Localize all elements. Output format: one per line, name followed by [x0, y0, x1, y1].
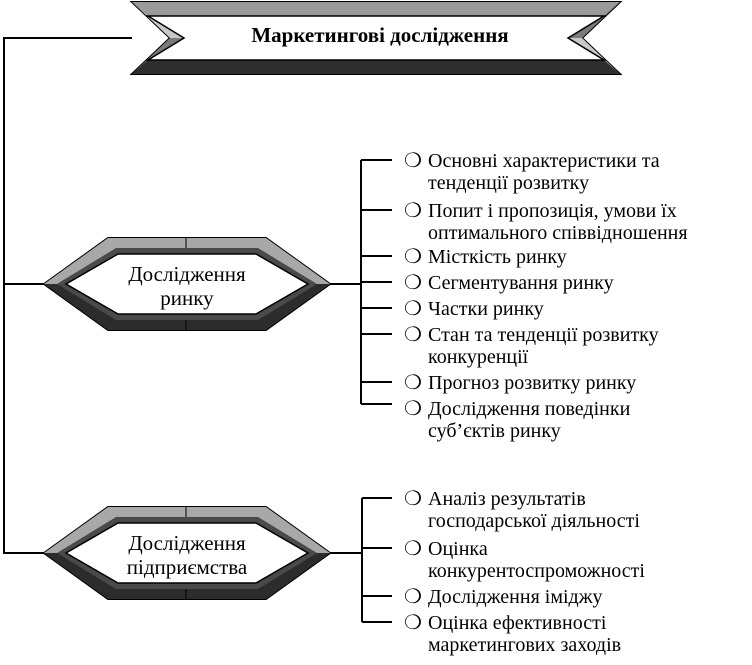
enterprise-hexagon [42, 506, 332, 600]
bullet-circle-icon: ❍ [404, 298, 422, 320]
market-item: ❍Основні характеристики та тенденції роз… [404, 150, 660, 194]
market-item: ❍Попит і пропозиція, умови їх оптимально… [404, 200, 688, 244]
trunk-connector [3, 37, 132, 554]
bullet-circle-icon: ❍ [404, 488, 422, 510]
market-hexagon [42, 237, 332, 331]
market-label-line2: ринку [160, 286, 214, 310]
bullet-circle-icon: ❍ [404, 612, 422, 634]
bullet-circle-icon: ❍ [404, 324, 422, 346]
market-item: ❍Місткість ринку [404, 246, 567, 268]
title-banner [129, 1, 623, 75]
bullet-circle-icon: ❍ [404, 272, 422, 294]
page-title: Маркетингові дослідження [251, 23, 509, 47]
market-item: ❍Сегментування ринку [404, 272, 614, 294]
market-item: ❍Прогноз розвитку ринку [404, 372, 637, 394]
enterprise-label-line2: підприємства [126, 555, 248, 579]
bullet-circle-icon: ❍ [404, 372, 422, 394]
market-label-line1: Дослідження [128, 262, 246, 286]
enterprise-item: ❍Оцінка ефективності маркетингових заход… [404, 612, 622, 656]
market-hexagon-label: Дослідження ринку [112, 262, 262, 310]
bullet-circle-icon: ❍ [404, 200, 422, 222]
market-bracket [330, 159, 392, 405]
bullet-circle-icon: ❍ [404, 246, 422, 268]
bullet-circle-icon: ❍ [404, 398, 422, 420]
market-item: ❍Дослідження поведінки суб’єктів ринку [404, 398, 631, 442]
enterprise-label-line1: Дослідження [128, 531, 246, 555]
bullet-circle-icon: ❍ [404, 150, 422, 172]
enterprise-item: ❍Дослідження іміджу [404, 586, 603, 608]
enterprise-item: ❍Аналіз результатів господарської діяльн… [404, 488, 640, 532]
enterprise-hexagon-label: Дослідження підприємства [112, 531, 262, 579]
bullet-circle-icon: ❍ [404, 586, 422, 608]
market-item: ❍Частки ринку [404, 298, 544, 320]
market-item: ❍Стан та тенденції розвитку конкуренції [404, 324, 659, 368]
bullet-circle-icon: ❍ [404, 538, 422, 560]
enterprise-bracket [330, 497, 392, 623]
enterprise-item: ❍Оцінка конкурентоспроможності [404, 538, 645, 582]
